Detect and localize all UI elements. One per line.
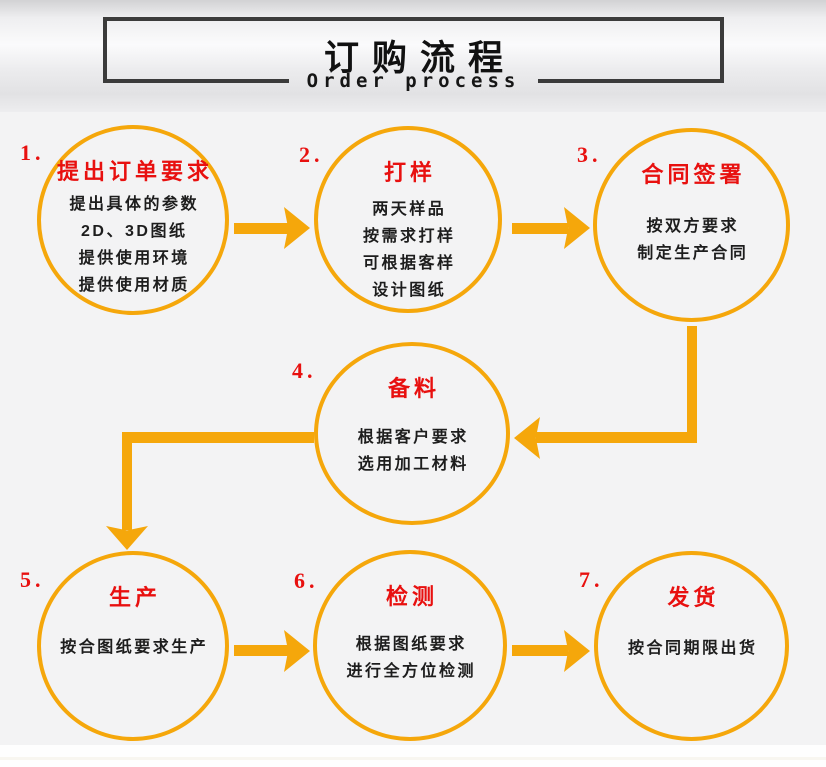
step-number-1: 1.: [20, 140, 45, 165]
step-3-line: 按双方要求: [646, 218, 739, 235]
step-2-title: 打样: [383, 160, 436, 185]
step-2-line: 两天样品: [372, 201, 447, 218]
step-circle-7: 发货 按合同期限出货: [594, 551, 789, 741]
page-subtitle-row: Order process: [103, 70, 724, 92]
step-2-line: 设计图纸: [372, 282, 447, 299]
step-4-title: 备料: [387, 376, 440, 401]
arrow-1-2-shaft: [234, 223, 290, 234]
step-6-title: 检测: [385, 584, 438, 609]
step-1-title: 提出订单要求: [56, 159, 213, 184]
arrow-3-4-horizontal-shaft: [536, 432, 697, 443]
arrow-6-7-shaft: [512, 645, 568, 656]
step-7-title: 发货: [667, 585, 720, 610]
step-4-details: 根据客户要求 选用加工材料: [355, 424, 469, 478]
bottom-divider-line: [0, 757, 826, 760]
step-1-line: 提供使用材质: [78, 277, 190, 294]
step-7-details: 按合同期限出货: [625, 635, 757, 662]
step-6-details: 根据图纸要求 进行全方位检测: [344, 631, 476, 685]
step-4-line: 根据客户要求: [357, 429, 469, 446]
step-1-details: 提出具体的参数 2D、3D图纸 提供使用环境 提供使用材质: [67, 191, 199, 299]
step-number-6: 6.: [294, 568, 319, 593]
step-number-3: 3.: [577, 142, 602, 167]
step-number-7: 7.: [579, 567, 604, 592]
bottom-strip: [0, 745, 826, 767]
step-3-line: 制定生产合同: [637, 245, 749, 262]
step-number-4: 4.: [292, 358, 317, 383]
step-circle-3: 合同签署 按双方要求 制定生产合同: [593, 128, 790, 322]
arrow-2-3-shaft: [512, 223, 568, 234]
step-circle-5: 生产 按合图纸要求生产: [37, 551, 229, 741]
step-circle-4: 备料 根据客户要求 选用加工材料: [314, 342, 510, 525]
step-circle-6: 检测 根据图纸要求 进行全方位检测: [313, 550, 507, 741]
step-2-line: 可根据客样: [362, 255, 456, 272]
step-1-line: 提供使用环境: [78, 250, 190, 267]
arrow-4-5-vertical-shaft: [122, 432, 132, 530]
step-6-line: 根据图纸要求: [355, 636, 467, 653]
step-3-details: 按双方要求 制定生产合同: [635, 213, 749, 267]
step-4-line: 选用加工材料: [357, 456, 469, 473]
step-1-line: 2D、3D图纸: [81, 223, 188, 240]
step-5-line: 按合图纸要求生产: [60, 639, 209, 656]
step-1-line: 提出具体的参数: [69, 196, 199, 213]
step-number-2: 2.: [299, 142, 324, 167]
step-6-line: 进行全方位检测: [346, 663, 476, 680]
title-box: 订购流程 Order process: [103, 17, 724, 92]
step-5-details: 按合图纸要求生产: [58, 634, 209, 661]
page-subtitle: Order process: [306, 70, 521, 92]
arrow-3-4-vertical-shaft: [687, 326, 697, 443]
step-7-line: 按合同期限出货: [627, 640, 758, 657]
step-5-title: 生产: [108, 585, 161, 610]
step-number-5: 5.: [20, 567, 45, 592]
step-3-title: 合同签署: [641, 162, 746, 187]
step-circle-1: 提出订单要求 提出具体的参数 2D、3D图纸 提供使用环境 提供使用材质: [37, 125, 229, 315]
arrow-5-6-shaft: [234, 645, 290, 656]
step-2-line: 按需求打样: [362, 228, 456, 245]
step-2-details: 两天样品 按需求打样 可根据客样 设计图纸: [360, 196, 455, 304]
arrow-4-5-horizontal-shaft: [122, 432, 314, 443]
step-circle-2: 打样 两天样品 按需求打样 可根据客样 设计图纸: [314, 126, 502, 313]
